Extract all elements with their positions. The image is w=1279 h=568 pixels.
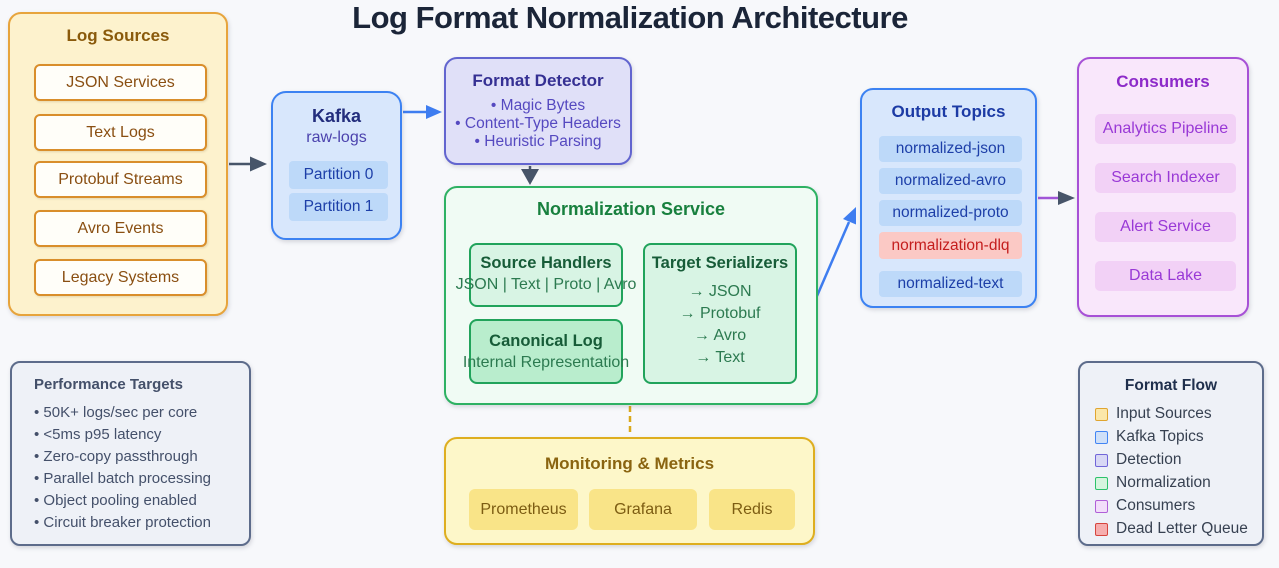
legend-item-consumers: Consumers [1095, 497, 1195, 515]
log-sources-group: Log Sources JSON Services Text Logs Prot… [8, 12, 228, 316]
kafka-topic-name: raw-logs [306, 129, 367, 146]
legend-item-dead-letter-queue: Dead Letter Queue [1095, 520, 1248, 538]
canonical-log-node: Canonical Log Internal Representation [463, 319, 629, 384]
log-source-text-logs: Text Logs [34, 114, 207, 151]
legend-label: Consumers [1116, 497, 1196, 514]
legend-item-normalization: Normalization [1095, 474, 1211, 492]
perf-bullet-pooling: • Object pooling enabled [34, 492, 197, 509]
arrow-detector-to-normalization [521, 166, 539, 185]
consumer-alert-service: Alert Service [1095, 212, 1236, 242]
canonical-log-subtitle: Internal Representation [462, 354, 630, 371]
kafka-partition-0: Partition 0 [289, 161, 388, 189]
source-handlers-node: Source Handlers JSON | Text | Proto | Av… [456, 243, 636, 307]
detector-bullet-heuristic: • Heuristic Parsing [474, 133, 602, 150]
legend-title: Format Flow [1124, 377, 1218, 394]
monitoring-title: Monitoring & Metrics [544, 454, 715, 473]
kafka-node: Kafka raw-logs Partition 0 Partition 1 [271, 91, 402, 240]
arrow-sources-to-kafka [229, 156, 267, 172]
monitoring-prometheus: Prometheus [469, 489, 578, 530]
perf-bullet-circuit-breaker: • Circuit breaker protection [34, 514, 211, 531]
format-detector-title: Format Detector [472, 71, 604, 90]
topic-normalized-json: normalized-json [879, 136, 1022, 162]
serializer-json: → JSON [688, 283, 752, 300]
normalization-title: Normalization Service [536, 199, 726, 219]
arrow-output-to-consumers [1038, 191, 1075, 205]
monitoring-redis: Redis [709, 489, 795, 530]
page-title: Log Format Normalization Architecture [352, 0, 908, 35]
legend-item-input-sources: Input Sources [1095, 405, 1212, 423]
consumer-analytics-pipeline: Analytics Pipeline [1095, 114, 1236, 144]
perf-bullet-zero-copy: • Zero-copy passthrough [34, 448, 198, 465]
legend-swatch-detection [1095, 453, 1108, 467]
monitoring-group: Monitoring & Metrics Prometheus Grafana … [444, 437, 815, 545]
monitoring-grafana: Grafana [589, 489, 697, 530]
serializer-text: → Text [695, 349, 745, 366]
log-source-protobuf-streams: Protobuf Streams [34, 161, 207, 198]
topic-normalized-text: normalized-text [879, 271, 1022, 297]
legend-swatch-input-sources [1095, 407, 1108, 421]
detector-bullet-content-type: • Content-Type Headers [455, 115, 621, 132]
output-topics-group: Output Topics normalized-json normalized… [860, 88, 1037, 308]
legend-label: Input Sources [1116, 405, 1212, 422]
legend-item-detection: Detection [1095, 451, 1181, 469]
output-topics-title: Output Topics [891, 102, 1006, 121]
arrow-kafka-to-detector [403, 105, 442, 119]
target-serializers-node: Target Serializers → JSON → Protobuf → A… [643, 243, 797, 384]
consumer-data-lake: Data Lake [1095, 261, 1236, 291]
kafka-partition-1: Partition 1 [289, 193, 388, 221]
source-handlers-title: Source Handlers [480, 254, 612, 272]
log-sources-title: Log Sources [66, 26, 170, 45]
arrow-normalization-to-output [815, 207, 856, 297]
log-source-avro-events: Avro Events [34, 210, 207, 247]
consumers-group: Consumers Analytics Pipeline Search Inde… [1077, 57, 1249, 317]
format-detector-node: Format Detector • Magic Bytes • Content-… [444, 57, 632, 165]
target-serializers-title: Target Serializers [651, 254, 789, 272]
legend-swatch-normalization [1095, 476, 1108, 490]
legend-panel: Format Flow Input Sources Kafka Topics D… [1078, 361, 1264, 546]
perf-bullet-latency: • <5ms p95 latency [34, 426, 162, 443]
legend-swatch-dead-letter-queue [1095, 522, 1108, 536]
topic-normalized-proto: normalized-proto [879, 200, 1022, 226]
legend-label: Detection [1116, 451, 1182, 468]
source-handlers-formats: JSON | Text | Proto | Avro [455, 276, 637, 293]
topic-normalized-avro: normalized-avro [879, 168, 1022, 194]
detector-bullet-magic-bytes: • Magic Bytes [490, 97, 586, 114]
legend-item-kafka-topics: Kafka Topics [1095, 428, 1204, 446]
serializer-protobuf: → Protobuf [679, 305, 761, 322]
legend-label: Dead Letter Queue [1116, 520, 1248, 537]
perf-bullet-parallel: • Parallel batch processing [34, 470, 212, 487]
legend-swatch-consumers [1095, 499, 1108, 513]
log-source-legacy-systems: Legacy Systems [34, 259, 207, 296]
canonical-log-title: Canonical Log [489, 332, 603, 350]
consumers-title: Consumers [1116, 72, 1210, 91]
kafka-title: Kafka [311, 106, 362, 126]
serializer-avro: → Avro [693, 327, 747, 344]
topic-normalization-dlq: normalization-dlq [879, 232, 1022, 259]
normalization-service-group: Normalization Service Source Handlers JS… [444, 186, 818, 405]
performance-targets-panel: Performance Targets • 50K+ logs/sec per … [10, 361, 251, 546]
log-source-json-services: JSON Services [34, 64, 207, 101]
consumer-search-indexer: Search Indexer [1095, 163, 1236, 193]
performance-title: Performance Targets [34, 376, 183, 393]
legend-label: Normalization [1116, 474, 1211, 491]
legend-swatch-kafka-topics [1095, 430, 1108, 444]
perf-bullet-throughput: • 50K+ logs/sec per core [34, 404, 198, 421]
legend-label: Kafka Topics [1116, 428, 1204, 445]
